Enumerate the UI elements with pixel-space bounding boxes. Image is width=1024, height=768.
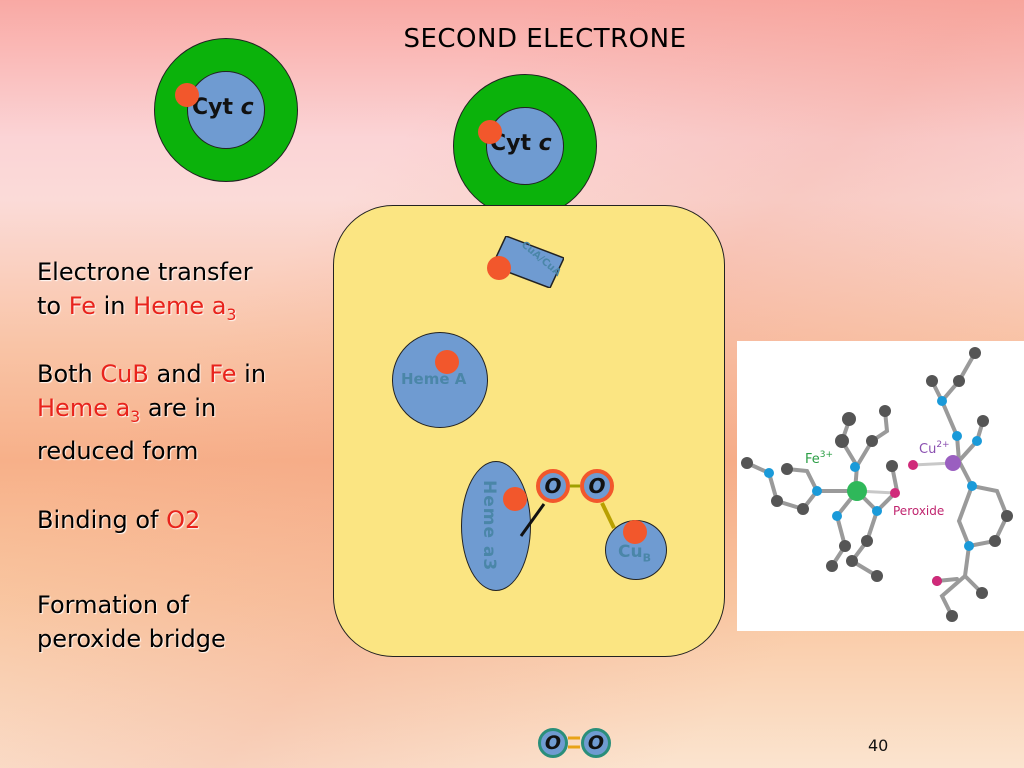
- cu-atom: [945, 455, 961, 471]
- heme-a-label: Heme A: [401, 370, 467, 388]
- electron-dot-cub: [623, 520, 647, 544]
- cua-center: CuA/CuA: [492, 236, 564, 288]
- oxygen-icon-1: O: [538, 728, 568, 758]
- peroxide-structure-image: Fe3+ Cu2+ Peroxide: [737, 341, 1024, 631]
- heme-a: [392, 332, 488, 428]
- heme-a3-label: Heme a3: [479, 480, 499, 572]
- electron-dot-cyt-left: [175, 83, 199, 107]
- cyt-c-left: [154, 38, 298, 182]
- heme-a3: [461, 461, 531, 591]
- double-bond-icon: [568, 736, 580, 749]
- oxygen-icon-2: O: [581, 728, 611, 758]
- fe-atom: [847, 481, 867, 501]
- electron-dot-heme-a3: [503, 487, 527, 511]
- cub-label: CuB: [618, 542, 651, 565]
- bullet-reduced-form: Both CuB and Fe in Heme a3 are in reduce…: [37, 360, 267, 465]
- peroxide-o2: [890, 488, 900, 498]
- electron-dot-heme-a: [435, 350, 459, 374]
- electron-dot-cua: [487, 256, 511, 280]
- cu-label: Cu2+: [919, 440, 950, 457]
- electron-dot-cyt-docked: [478, 120, 502, 144]
- cyt-c-docked: [453, 74, 597, 218]
- peroxide-o1: [908, 460, 918, 470]
- bullet-electron-transfer: Electrone transfer to Fe in Heme a3: [37, 258, 253, 324]
- oxygen-atom-1: O: [536, 469, 570, 503]
- molecule-model: Fe3+ Cu2+ Peroxide: [741, 347, 1013, 622]
- cyt-c-docked-core: [486, 107, 564, 185]
- bullet-peroxide-bridge: Formation of peroxide bridge: [37, 591, 226, 653]
- bullet-binding-o2: Binding of O2: [37, 506, 201, 534]
- extra-o: [932, 576, 942, 586]
- cyt-c-left-label: Cyt c: [192, 95, 254, 120]
- slide-title: SECOND ELECTRONE: [403, 24, 687, 54]
- cyt-c-left-core: [187, 71, 265, 149]
- oxygen-atom-2: O: [580, 469, 614, 503]
- page-number: 40: [868, 736, 889, 755]
- peroxide-label: Peroxide: [893, 504, 944, 518]
- fe-label: Fe3+: [805, 450, 833, 467]
